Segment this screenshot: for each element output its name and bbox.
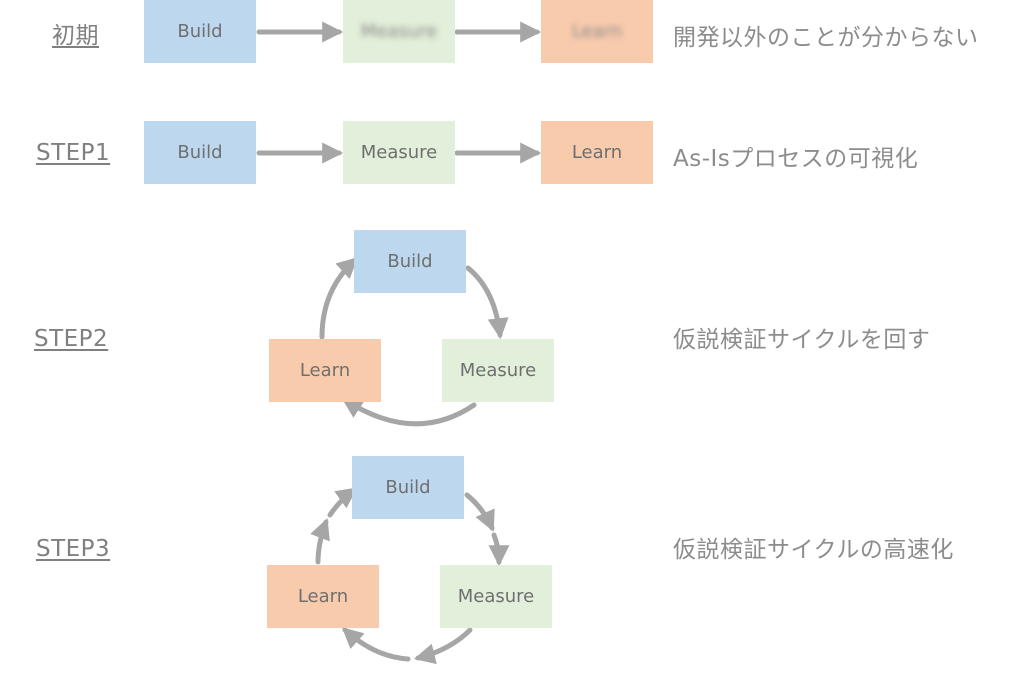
measure-label: Measure — [360, 142, 438, 163]
measure-label: Measure — [360, 21, 438, 42]
build-label: Build — [387, 251, 433, 272]
measure-box-step3: Measure — [440, 565, 552, 628]
measure-box-initial: Measure — [343, 0, 455, 63]
arrow-measure-to-learn-step2 — [341, 397, 477, 427]
arrow-build-to-measure-b-step3 — [488, 532, 510, 567]
learn-box-step3: Learn — [267, 565, 379, 628]
arrow-measure-to-learn-a-step3 — [413, 627, 473, 665]
arrow-build-to-measure-a-step3 — [464, 492, 495, 532]
description-step1: As-Isプロセスの可視化 — [673, 146, 919, 172]
learn-label: Learn — [299, 360, 351, 381]
arrow-build-to-measure-step2 — [465, 265, 509, 340]
stage-label-step1: STEP1 — [36, 140, 111, 166]
build-box-step1: Build — [144, 121, 256, 184]
arrow-learn-to-build-b-step3 — [327, 487, 358, 518]
stage-label-step3: STEP3 — [36, 536, 111, 562]
build-label: Build — [385, 477, 431, 498]
stage-label-step2: STEP2 — [34, 326, 109, 352]
learn-label: Learn — [297, 586, 349, 607]
build-label: Build — [177, 142, 223, 163]
description-step3: 仮説検証サイクルの高速化 — [673, 537, 954, 563]
learn-box-initial: Learn — [541, 0, 653, 63]
learn-label: Learn — [571, 21, 623, 42]
stage-label-initial: 初期 — [52, 23, 99, 49]
build-label: Build — [177, 21, 223, 42]
arrow-learn-to-build-step2 — [319, 257, 359, 340]
measure-box-step1: Measure — [343, 121, 455, 184]
arrow-learn-to-build-a-step3 — [310, 518, 330, 565]
build-box-step3: Build — [352, 456, 464, 519]
learn-box-step1: Learn — [541, 121, 653, 184]
description-initial: 開発以外のことが分からない — [673, 25, 979, 51]
measure-box-step2: Measure — [442, 339, 554, 402]
arrow-measure-to-learn-b-step3 — [341, 627, 411, 662]
learn-label: Learn — [571, 142, 623, 163]
build-box-initial: Build — [144, 0, 256, 63]
measure-label: Measure — [457, 586, 535, 607]
description-step2: 仮説検証サイクルを回す — [673, 327, 931, 353]
learn-box-step2: Learn — [269, 339, 381, 402]
measure-label: Measure — [459, 360, 537, 381]
build-box-step2: Build — [354, 230, 466, 293]
